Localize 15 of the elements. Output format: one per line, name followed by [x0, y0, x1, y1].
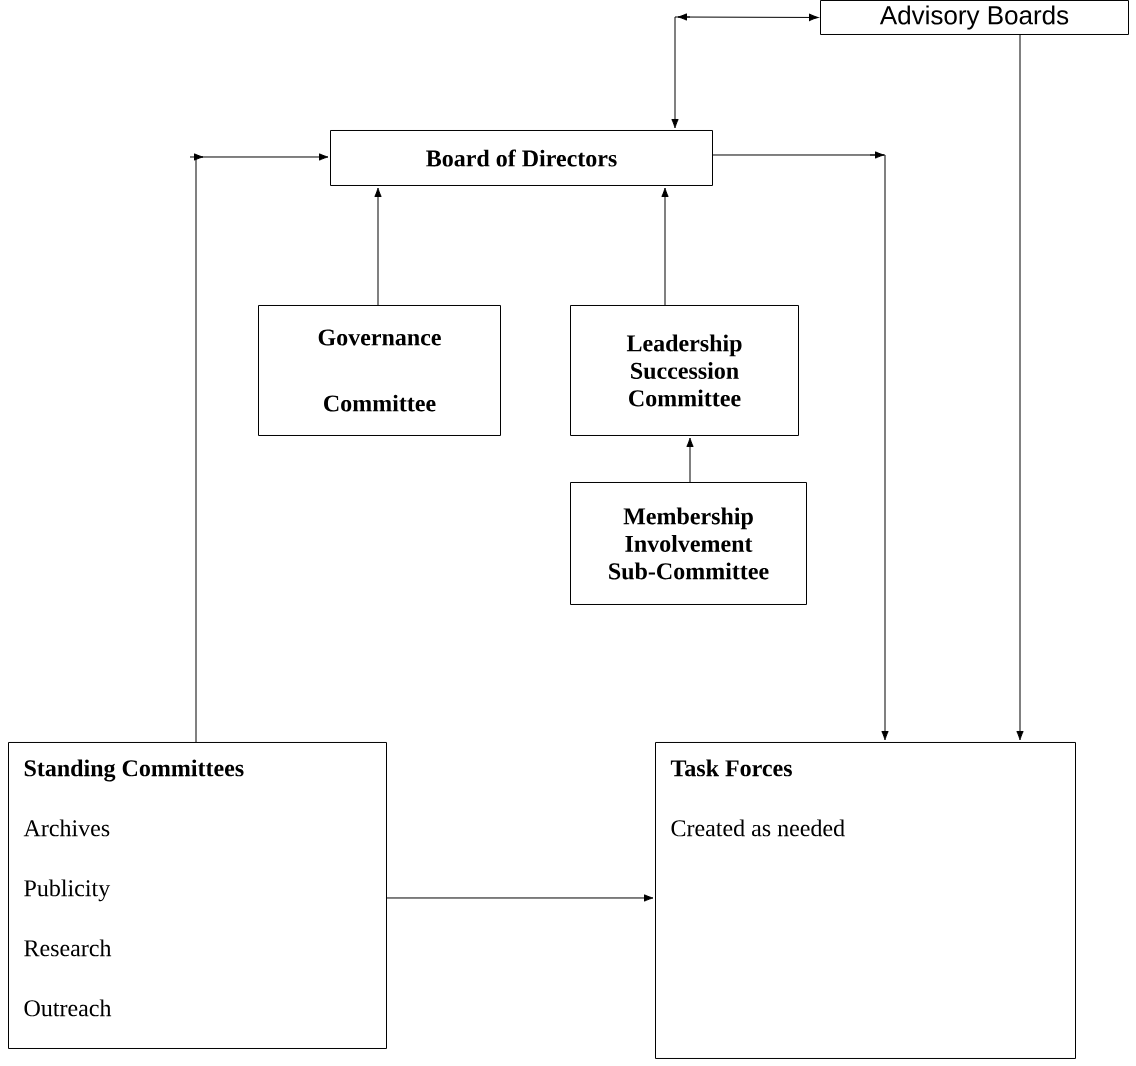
group-box: Standing Committees Archives Publicity Research Outreach: [8, 742, 387, 1049]
org-box: Leadership Succession Committee: [570, 305, 799, 436]
org-box: Board of Directors: [330, 130, 713, 186]
arrow: [671, 13, 819, 129]
arrow: [661, 187, 669, 306]
group-box: Task Forces Created as needed: [655, 742, 1076, 1059]
arrow: [189, 153, 329, 743]
arrow: [386, 894, 654, 902]
arrow: [374, 187, 382, 306]
org-box: Governance Committee: [258, 305, 501, 436]
arrow: [1016, 34, 1024, 741]
arrow: [686, 437, 694, 483]
org-box: Membership Involvement Sub-Committee: [570, 482, 807, 605]
org-box: Advisory Boards: [820, 0, 1129, 35]
arrow: [712, 151, 889, 741]
